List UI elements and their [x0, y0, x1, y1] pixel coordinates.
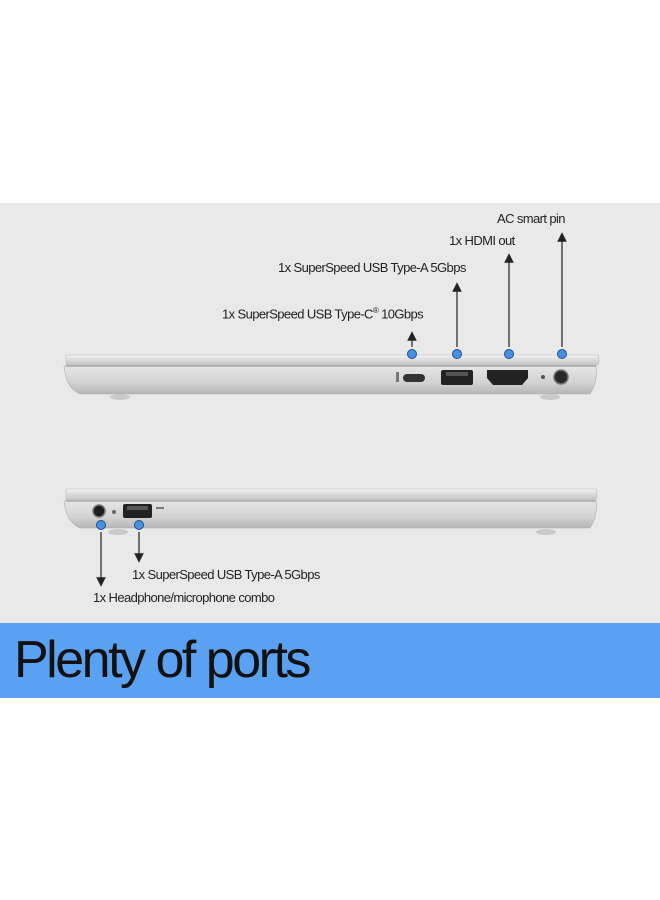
callout-hdmi — [504, 253, 514, 359]
callout-usb-a — [452, 282, 462, 359]
headphone-port — [92, 504, 106, 518]
usb-c-port — [403, 374, 425, 382]
label-usb-a-right: 1x SuperSpeed USB Type-A 5Gbps — [278, 260, 466, 275]
laptop-left-side — [63, 488, 598, 535]
label-usb-c-mark: ® — [372, 306, 379, 315]
callout-usb-a-left — [134, 520, 144, 563]
label-headphone: 1x Headphone/microphone combo — [93, 590, 275, 605]
hdmi-port — [487, 370, 528, 385]
label-ac-smart-pin: AC smart pin — [497, 211, 566, 226]
label-usb-a-left: 1x SuperSpeed USB Type-A 5Gbps — [132, 567, 320, 582]
label-usb-c: 1x SuperSpeed USB Type-C® 10Gbps — [222, 306, 424, 322]
ac-power-port — [553, 369, 569, 385]
label-usb-c-text: 1x SuperSpeed USB Type-C — [222, 306, 373, 322]
label-hdmi: 1x HDMI out — [449, 233, 515, 248]
callout-ac-pin — [557, 232, 567, 359]
product-panel — [0, 203, 660, 623]
banner-title: Plenty of ports — [14, 631, 311, 689]
callout-usb-c — [407, 331, 417, 359]
label-usb-c-speed: 10Gbps — [378, 306, 424, 322]
callout-headphone — [96, 520, 106, 587]
banner: Plenty of ports — [0, 623, 660, 698]
laptop-right-side — [63, 354, 600, 400]
